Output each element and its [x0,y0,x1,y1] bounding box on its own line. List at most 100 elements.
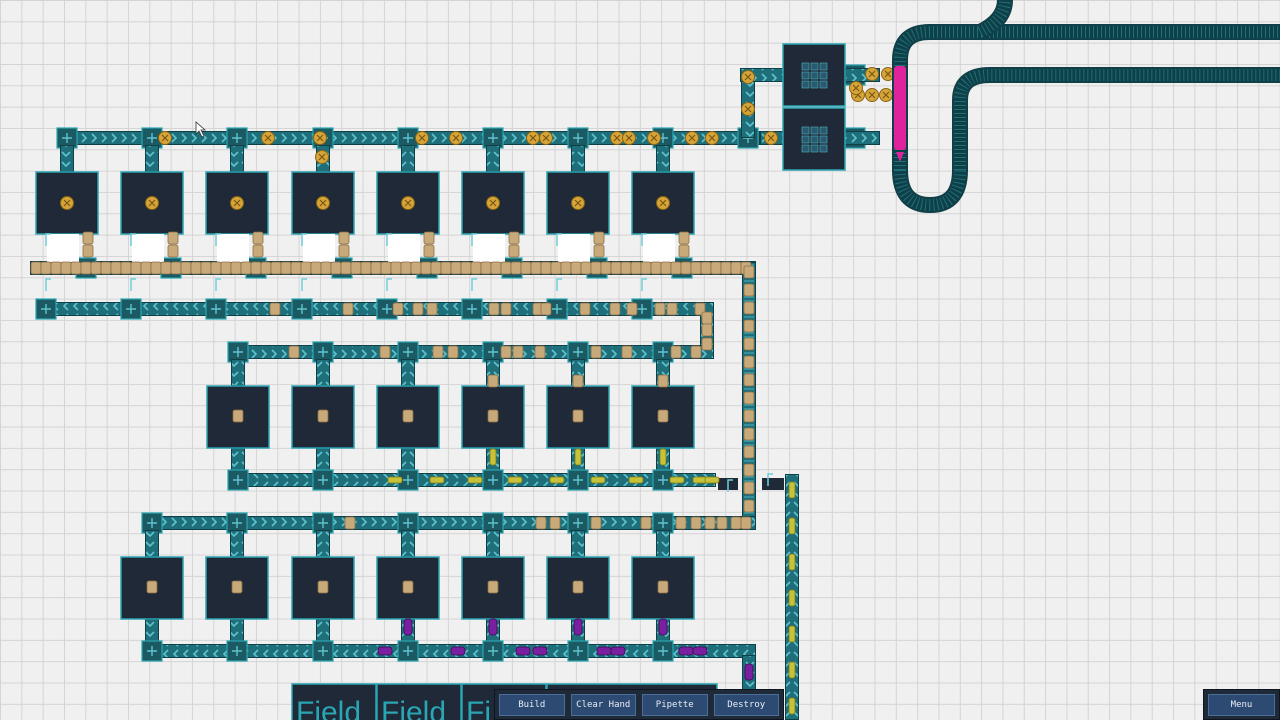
junction-cross [403,475,413,485]
belt-surface[interactable] [572,531,584,556]
flour-sack-icon [360,261,372,275]
flour-sack-icon [743,265,755,279]
flour-sack-icon [678,244,690,258]
output-slot [473,234,505,262]
flour-sack-icon [370,261,382,275]
storage-slot [819,135,828,144]
field-label: Fi [466,696,491,720]
storage-slot [819,62,828,71]
junction-cross [297,304,307,314]
inserter-arrow-icon [727,479,733,492]
inserter-arrow-icon [767,473,773,486]
destroy-button[interactable]: Destroy [713,694,779,716]
belt-surface[interactable] [657,531,669,556]
junction-cross [488,518,498,528]
flour-sack-icon [535,516,547,530]
grape-icon [403,618,413,636]
cursor-icon [195,121,207,138]
grape-icon [488,618,498,636]
junction-cross [637,304,647,314]
pipette-button[interactable]: Pipette [642,694,708,716]
wheat-icon [788,589,796,607]
wheat-icon [788,697,796,715]
inserter-arrow-icon [45,233,51,246]
flour-sack-icon [488,302,500,316]
belt-surface[interactable] [231,531,243,556]
junction-cross [488,347,498,357]
inserter-arrow-icon [45,278,51,291]
flour-sack-icon [743,481,755,495]
grain-mark [233,199,241,207]
output-slot [643,234,675,262]
belt-surface[interactable] [231,346,713,358]
flour-sack-icon [120,261,132,275]
grain-mark [613,134,621,142]
field-building[interactable] [291,683,377,720]
flour-sack-icon [666,302,678,316]
belt-surface[interactable] [402,146,414,171]
belt-surface[interactable] [402,360,414,385]
tube-loop[interactable] [892,0,1280,214]
grain-mark [708,134,716,142]
storage-slot [819,80,828,89]
storage-slot [819,71,828,80]
belt-surface[interactable] [487,531,499,556]
flour-sack-icon [400,261,412,275]
storage-slot [810,80,819,89]
belt-surface[interactable] [317,360,329,385]
flour-sack-icon [590,345,602,359]
output-slot [47,234,79,262]
junction-cross [467,304,477,314]
flour-sack-icon [690,345,702,359]
belt-surface[interactable] [146,146,158,171]
belt-surface[interactable] [146,531,158,556]
field-building[interactable] [376,683,462,720]
flour-sack-icon [590,261,602,275]
machines[interactable] [35,43,846,620]
inserter-arrow-icon [130,278,136,291]
clear-hand-button[interactable]: Clear Hand [570,694,636,716]
junction-cross [126,304,136,314]
belt-surface[interactable] [231,146,243,171]
belt-surface[interactable] [232,360,244,385]
inserter-arrow-icon [301,233,307,246]
storage-slot [801,135,810,144]
flour-sack-icon [110,261,122,275]
belt-surface[interactable] [402,531,414,556]
flour-sack-icon [626,302,638,316]
flour-sack-icon [675,516,687,530]
flour-sack-icon [170,261,182,275]
mill-machine[interactable] [120,171,184,235]
belt-surface[interactable] [145,517,755,529]
belt-surface[interactable] [657,146,669,171]
junction-cross [658,347,668,357]
build-button[interactable]: Build [499,694,565,716]
flour-sack-icon [508,244,520,258]
flour-sack-icon [500,302,512,316]
grain-mark [489,199,497,207]
flour-sack-icon [657,580,669,594]
junction-cross [658,646,668,656]
grape-icon [678,646,694,656]
flour-sack-icon [743,337,755,351]
inserter-arrow-icon [386,278,392,291]
wheat-icon [659,448,667,466]
belt-surface[interactable] [572,146,584,171]
flour-sack-icon [572,374,584,388]
grain-mark [884,70,892,78]
flour-sack-icon [480,261,492,275]
flour-sack-icon [540,261,552,275]
belt-surface[interactable] [487,146,499,171]
flour-sack-icon [440,261,452,275]
flour-sack-icon [549,516,561,530]
belt-surface[interactable] [317,531,329,556]
flour-sack-icon [146,580,158,594]
menu-button[interactable]: Menu [1208,694,1275,716]
inserter-arrow-icon [215,278,221,291]
junction-cross [233,475,243,485]
belt-surface[interactable] [61,146,73,171]
flour-sack-icon [743,373,755,387]
flour-sack-icon [423,231,435,245]
junction-cross [488,133,498,143]
